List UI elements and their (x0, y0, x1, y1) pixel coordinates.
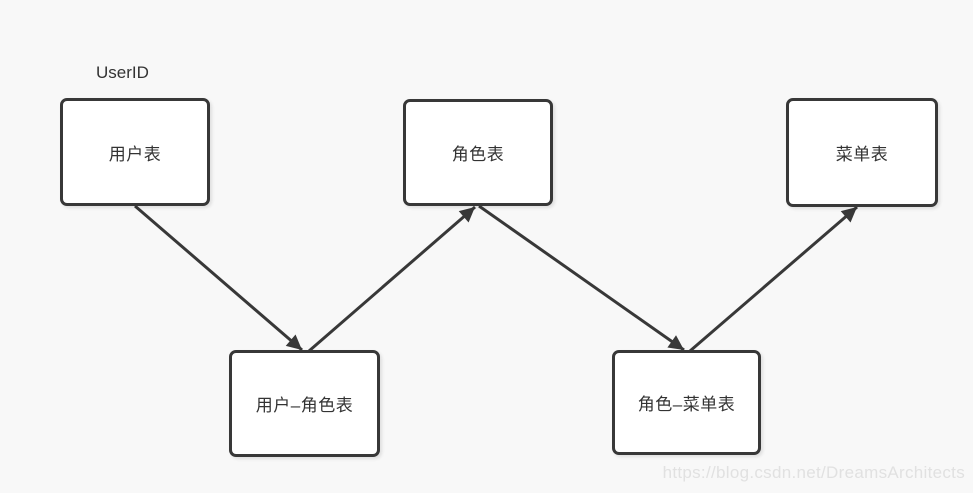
node-role-menu-table: 角色–菜单表 (612, 350, 761, 455)
watermark: https://blog.csdn.net/DreamsArchitects (662, 463, 965, 482)
annotation-userid: UserID (96, 63, 149, 82)
node-role-table-label: 角色表 (451, 145, 505, 164)
node-user-role-table-label: 用户–角色表 (255, 396, 354, 415)
node-role-table: 角色表 (403, 99, 553, 206)
edge-role-to-role-menu (478, 204, 685, 352)
node-menu-table-label: 菜单表 (835, 145, 889, 164)
node-user-table-label: 用户表 (108, 144, 162, 164)
node-role-menu-table-label: 角色–菜单表 (637, 395, 736, 414)
node-user-role-table: 用户–角色表 (229, 350, 380, 457)
node-menu-table: 菜单表 (786, 98, 938, 207)
edge-user-to-user-role (134, 204, 303, 352)
edge-role-menu-to-menu (689, 205, 858, 353)
node-user-table: 用户表 (60, 98, 210, 206)
edge-user-role-to-role (308, 205, 476, 353)
